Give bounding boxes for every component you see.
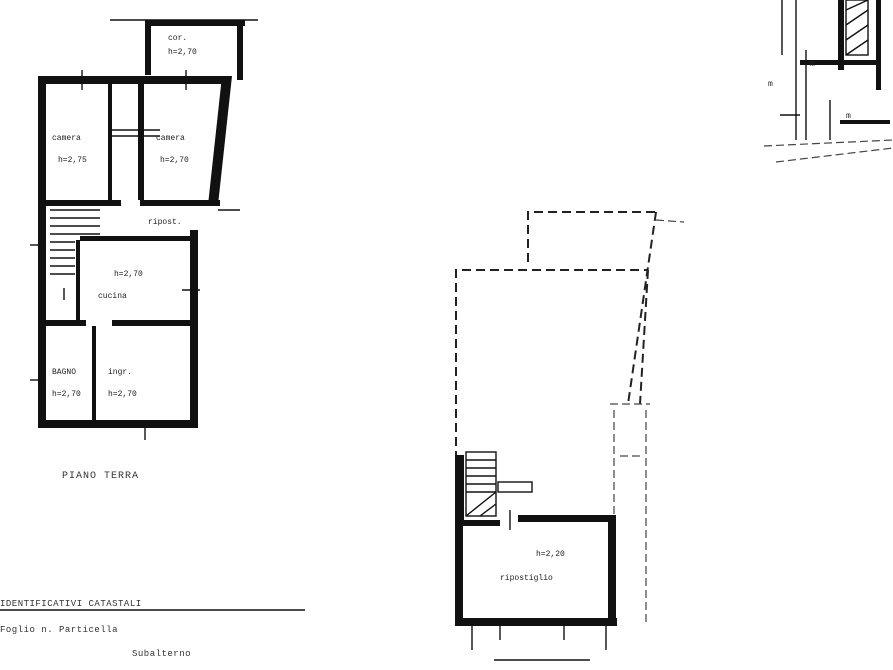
detail-fragment: m m m bbox=[763, 0, 893, 163]
upper-floor-plan: h=2,20 ripostiglio bbox=[455, 211, 685, 661]
room-label-ripostiglio: ripostiglio bbox=[500, 574, 553, 583]
room-label-camera-1-area: h=2,75 bbox=[58, 156, 87, 165]
legend-line-1: IDENTIFICATIVI CATASTALI bbox=[0, 599, 142, 609]
floor-caption-ground: PIANO TERRA bbox=[62, 471, 139, 482]
cadastral-legend: IDENTIFICATIVI CATASTALI Foglio n. Parti… bbox=[0, 599, 305, 659]
room-label-cucina-area: h=2,70 bbox=[114, 270, 143, 279]
room-label-camera-2-area: h=2,70 bbox=[160, 156, 189, 165]
room-label-bagno: BAGNO bbox=[52, 368, 76, 377]
room-label-ingresso-area: h=2,70 bbox=[108, 390, 137, 399]
detail-label-3: m bbox=[846, 112, 851, 121]
legend-line-3: Subalterno bbox=[132, 649, 191, 659]
room-label-bagno-area: h=2,70 bbox=[52, 390, 81, 399]
room-label-wc-name: cor. bbox=[168, 34, 187, 43]
legend-line-2: Foglio n. Particella bbox=[0, 625, 118, 635]
room-label-camera-1: camera bbox=[52, 134, 81, 143]
annotation-ripost: ripost. bbox=[148, 218, 182, 227]
room-label-wc-area: h=2,70 bbox=[168, 48, 197, 57]
stairs-upper bbox=[465, 451, 533, 517]
room-label-ingresso: ingr. bbox=[108, 368, 132, 377]
detail-label-2: m bbox=[810, 60, 815, 69]
stairs-ground bbox=[50, 209, 100, 275]
room-label-camera-2: camera bbox=[156, 134, 185, 143]
detail-label-1: m bbox=[768, 80, 773, 89]
ground-floor-plan: cor. h=2,70 camera h=2,75 camera h=2,70 … bbox=[30, 19, 258, 482]
room-label-ripostiglio-area: h=2,20 bbox=[536, 550, 565, 559]
room-label-cucina: cucina bbox=[98, 292, 127, 301]
